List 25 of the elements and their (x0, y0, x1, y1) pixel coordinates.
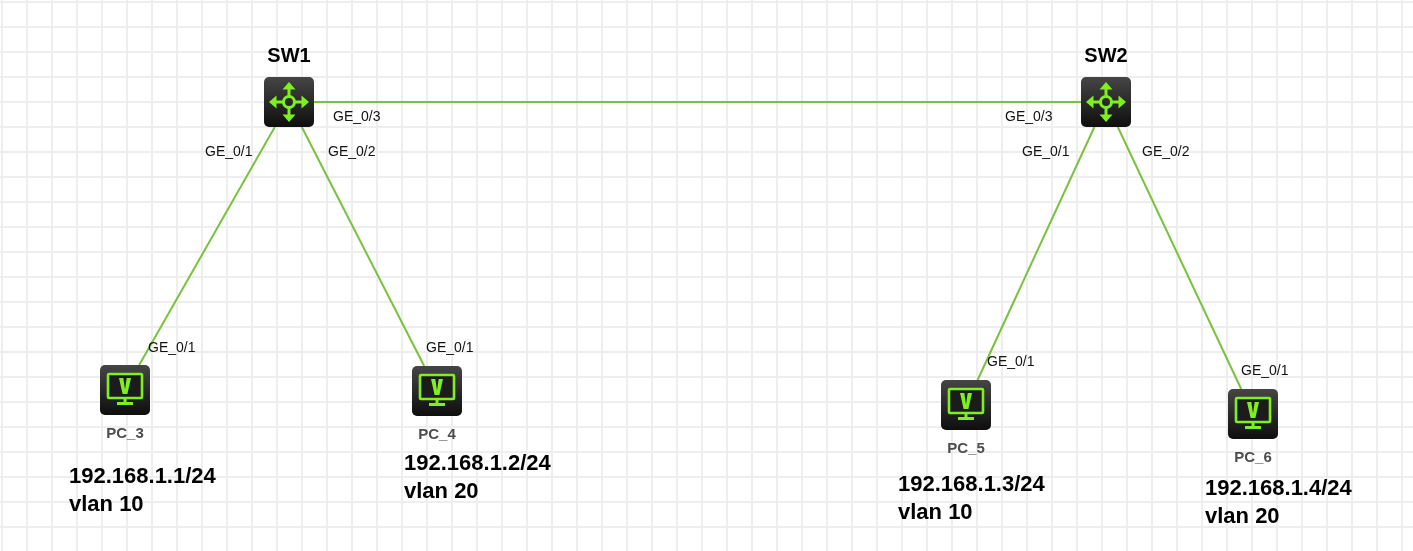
port-label: GE_0/2 (1142, 143, 1190, 159)
device-name: PC_5 (947, 439, 985, 457)
device-name: PC_6 (1234, 448, 1272, 466)
port-label: GE_0/1 (205, 143, 253, 159)
network-link (138, 126, 276, 366)
network-link (313, 101, 1082, 103)
device-name: SW2 (1084, 44, 1128, 66)
ip-address-note: 192.168.1.4/24 vlan 20 (1205, 474, 1353, 530)
network-link (1116, 126, 1243, 390)
port-label: GE_0/1 (1241, 362, 1289, 378)
port-label: GE_0/3 (1005, 108, 1053, 124)
device-name: PC_4 (418, 425, 456, 443)
device-name: SW1 (267, 44, 311, 66)
network-link (976, 126, 1096, 381)
port-label: GE_0/1 (1022, 143, 1070, 159)
port-label: GE_0/1 (426, 339, 474, 355)
network-link (300, 126, 426, 367)
port-label: GE_0/2 (328, 143, 376, 159)
device-name: PC_3 (106, 424, 144, 442)
port-label: GE_0/3 (333, 108, 381, 124)
ip-address-note: 192.168.1.2/24 vlan 20 (404, 449, 552, 505)
port-label: GE_0/1 (987, 353, 1035, 369)
ip-address-note: 192.168.1.1/24 vlan 10 (69, 462, 217, 518)
ip-address-note: 192.168.1.3/24 vlan 10 (898, 470, 1046, 526)
port-label: GE_0/1 (148, 339, 196, 355)
